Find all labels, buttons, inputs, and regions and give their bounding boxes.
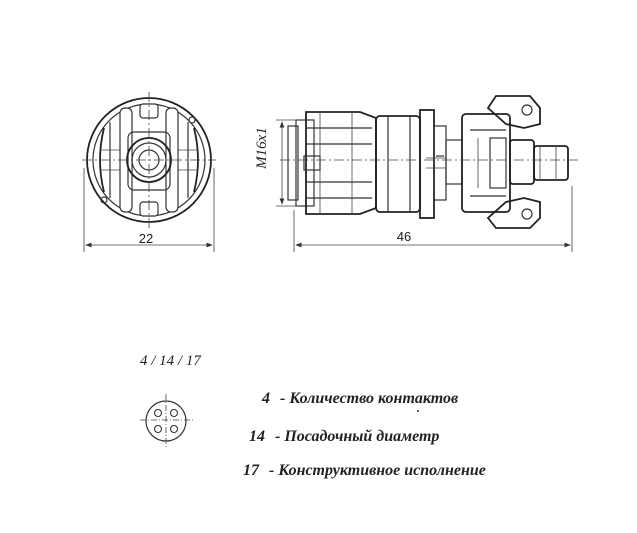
legend-description: - Количество контактов — [280, 390, 458, 407]
side-dimension: 46 — [293, 186, 573, 252]
side-view — [280, 95, 578, 229]
dimension-46: 46 — [397, 229, 411, 244]
designation-code: 4 / 14 / 17 — [140, 353, 202, 369]
thread-dimension: M16x1 — [254, 119, 300, 207]
legend-number: 14 — [249, 428, 265, 445]
legend-item-design: 17 - Конструктивное исполнение — [243, 462, 486, 479]
front-dimension: 22 — [83, 168, 215, 252]
legend-item-contacts: 4 - Количество контактов — [261, 390, 458, 407]
legend: 4 - Количество контактов 14 - Посадочный… — [243, 390, 486, 479]
thread-label: M16x1 — [254, 127, 270, 170]
legend-description: - Конструктивное исполнение — [269, 462, 486, 479]
legend-number: 17 — [243, 462, 260, 479]
dimension-22: 22 — [139, 231, 153, 246]
legend-item-diameter: 14 - Посадочный диаметр — [249, 428, 439, 445]
pin-2 — [169, 408, 179, 418]
front-view — [82, 92, 216, 228]
pin-4 — [169, 424, 179, 434]
pin-1 — [153, 408, 163, 418]
legend-description: - Посадочный диаметр — [275, 428, 439, 445]
legend-number: 4 — [261, 390, 270, 407]
pin-layout-symbol — [140, 394, 194, 448]
pin-3 — [153, 424, 163, 434]
